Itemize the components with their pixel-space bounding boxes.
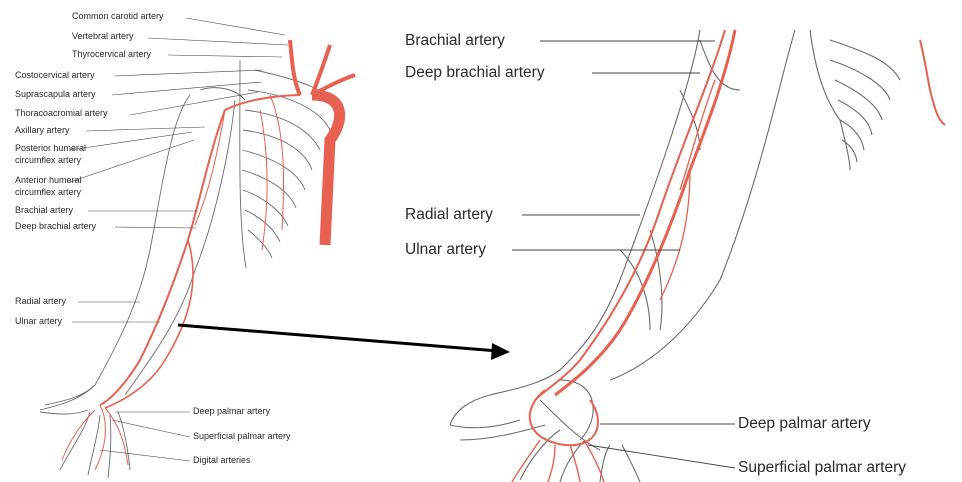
label-deep-brachial-artery-right: Deep brachial artery (405, 64, 545, 81)
label-axillary-artery: Axillary artery (15, 126, 70, 136)
label-posterior-humeral-line1: Posterior humeral (15, 144, 86, 154)
label-suprascapula-artery: Suprascapula artery (15, 90, 96, 100)
label-ulnar-artery-right: Ulnar artery (405, 241, 486, 258)
label-vertebral-artery: Vertebral artery (72, 32, 134, 42)
label-posterior-humeral-line2: circumflex artery (15, 156, 81, 166)
label-costocervical-artery: Costocervical artery (15, 71, 95, 81)
label-anterior-humeral-line2: circumflex artery (15, 188, 81, 198)
label-brachial-artery-right: Brachial artery (405, 32, 505, 49)
label-brachial-artery-left: Brachial artery (15, 206, 73, 216)
left-figure (40, 60, 340, 478)
label-thyrocervical-artery: Thyrocervical artery (72, 50, 151, 60)
label-superficial-palmar-artery-left: Superficial palmar artery (193, 432, 291, 442)
label-ulnar-artery-left: Ulnar artery (15, 317, 62, 327)
label-radial-artery-left: Radial artery (15, 297, 66, 307)
label-radial-artery-right: Radial artery (405, 206, 493, 223)
label-superficial-palmar-artery-right: Superficial palmar artery (738, 459, 906, 476)
label-digital-arteries: Digital arteries (193, 456, 251, 466)
label-anterior-humeral-line1: Anterior humeral (15, 176, 82, 186)
left-leader-lines (70, 18, 288, 461)
right-arteries (512, 30, 945, 482)
label-common-carotid-artery: Common carotid artery (72, 12, 164, 22)
label-deep-palmar-artery-right: Deep palmar artery (738, 415, 871, 432)
label-deep-brachial-artery-left: Deep brachial artery (15, 222, 96, 232)
label-deep-palmar-artery-left: Deep palmar artery (193, 407, 270, 417)
label-thoracoacromial-artery: Thoracoacromial artery (15, 109, 108, 119)
connector-arrow (178, 325, 510, 360)
